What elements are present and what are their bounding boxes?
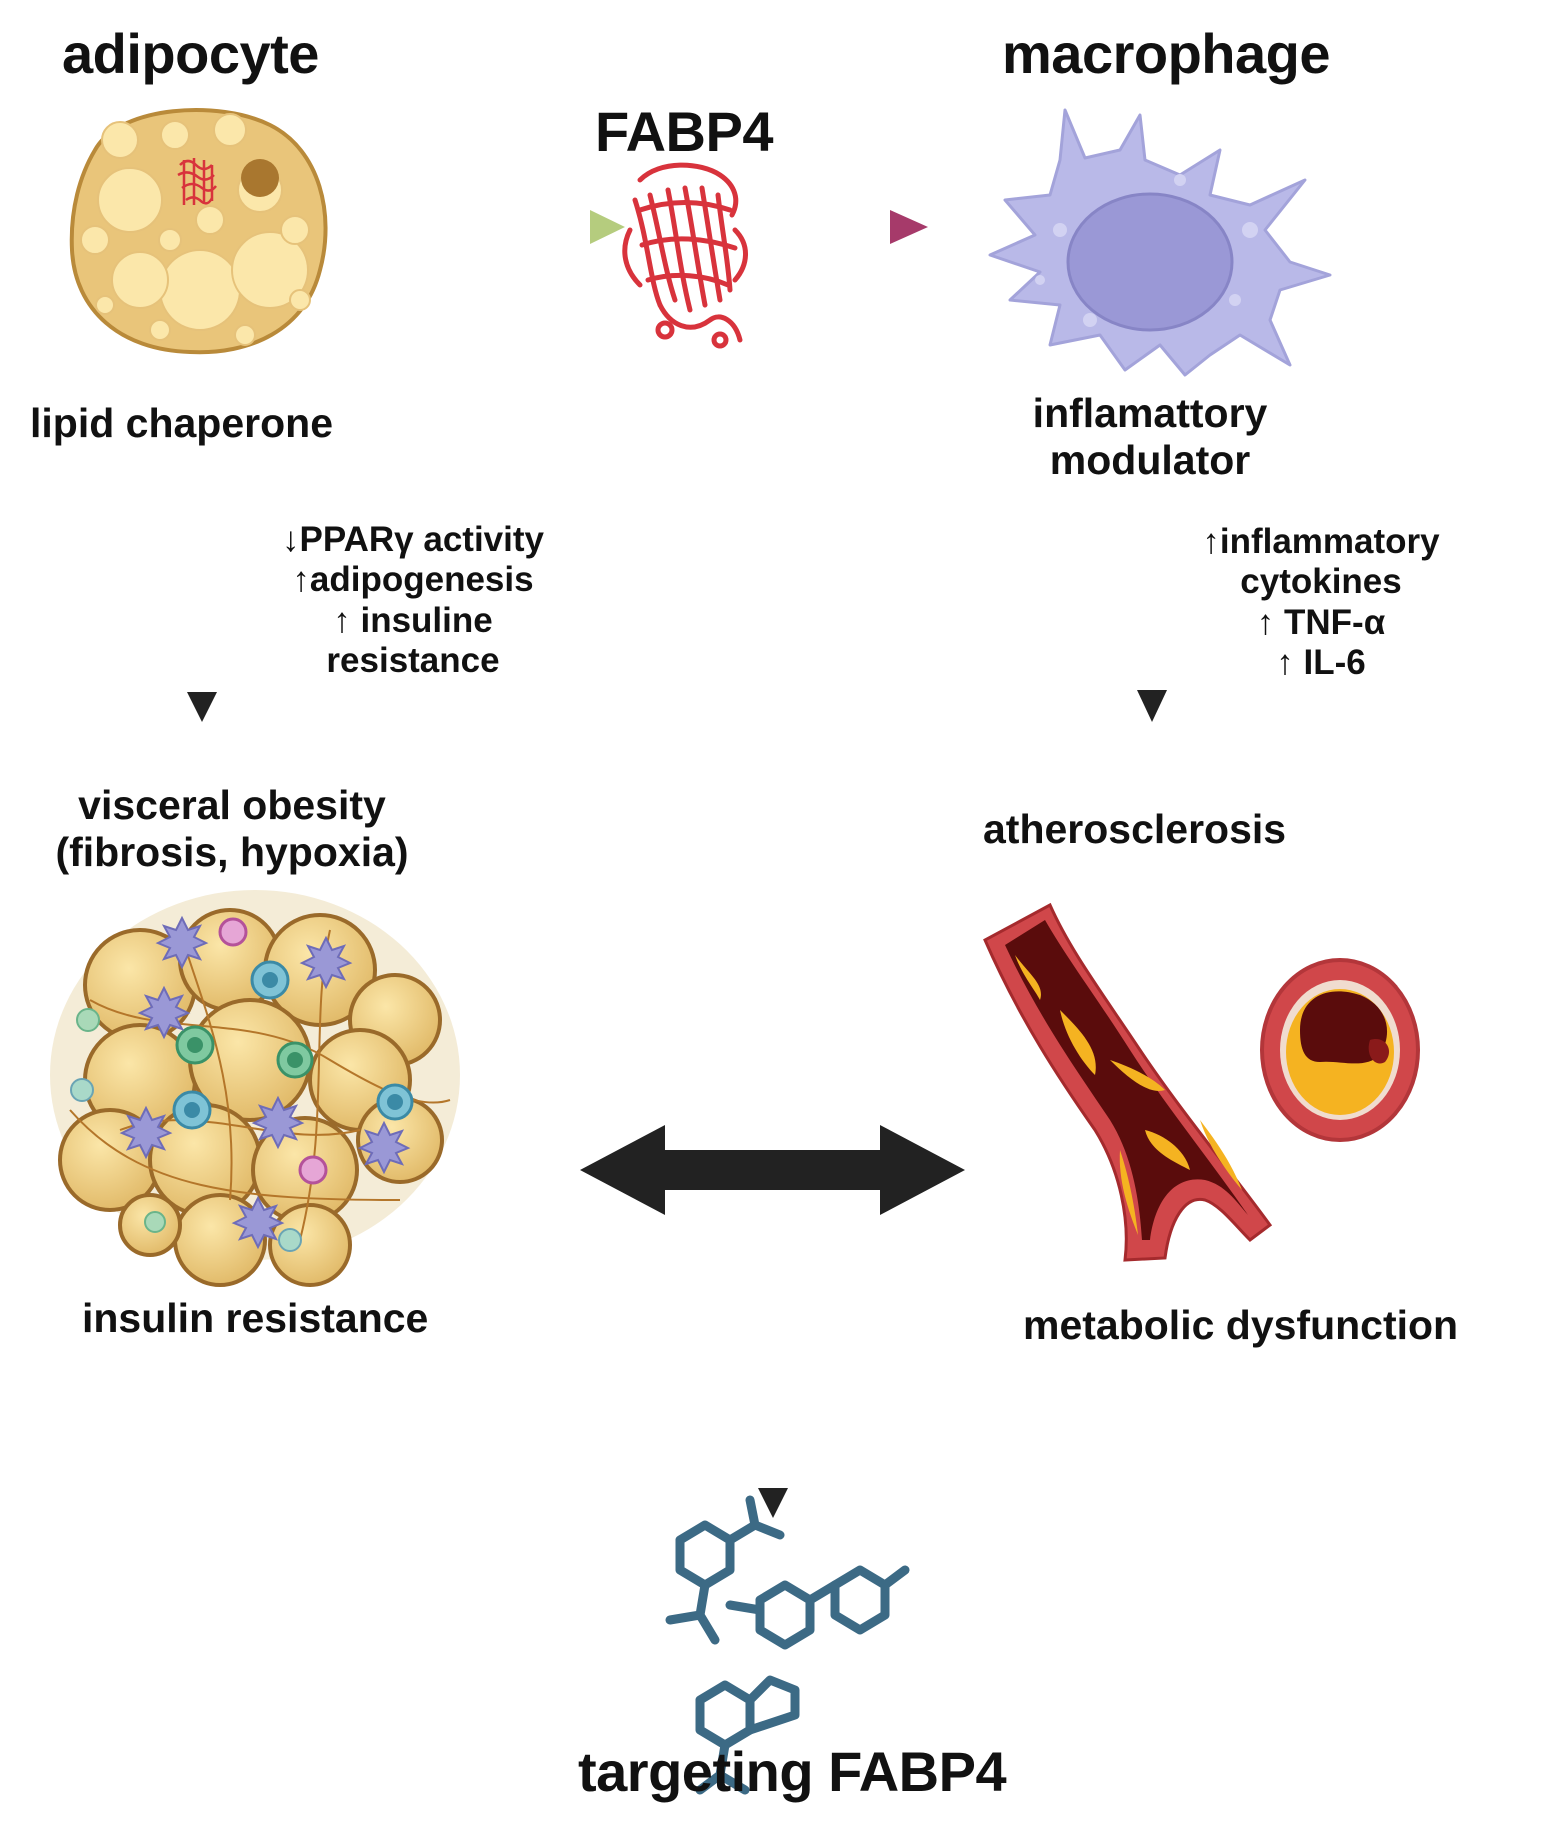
macrophage-cell-icon bbox=[988, 108, 1332, 377]
adipocyte-effects: ↓PPARγ activity ↑adipogenesis ↑ insuline… bbox=[282, 520, 544, 681]
effect-insuline: ↑ insuline bbox=[333, 600, 493, 640]
down-arrow-right bbox=[1137, 525, 1167, 722]
metabolic-dysfunction-label: metabolic dysfunction bbox=[1023, 1302, 1459, 1348]
visceral-obesity-line-2: (fibrosis, hypoxia) bbox=[55, 829, 409, 876]
bidirectional-arrow bbox=[580, 1125, 965, 1215]
fabp4-title: FABP4 bbox=[595, 100, 774, 163]
down-arrow-bottom bbox=[758, 1350, 788, 1518]
effect-adipogenesis: ↑adipogenesis bbox=[292, 560, 534, 600]
artery-plaque-icon bbox=[983, 902, 1420, 1262]
effect-tnf: ↑ TNF-α bbox=[1256, 602, 1386, 642]
effect-il6: ↑ IL-6 bbox=[1276, 642, 1366, 682]
effect-inflammatory: ↑inflammatory bbox=[1202, 522, 1440, 561]
macrophage-role-line-2: modulator bbox=[1049, 437, 1251, 484]
effect-ppar: ↓PPARγ activity bbox=[282, 520, 544, 559]
adipose-tissue-icon bbox=[50, 890, 460, 1287]
effect-cytokines: cytokines bbox=[1240, 562, 1402, 602]
atherosclerosis-label: atherosclerosis bbox=[983, 806, 1287, 852]
insulin-resistance-label: insulin resistance bbox=[82, 1295, 429, 1341]
targeting-fabp4-label: targeting FABP4 bbox=[578, 1740, 1007, 1803]
effect-resistance: resistance bbox=[326, 640, 500, 680]
adipocyte-title: adipocyte bbox=[62, 22, 319, 85]
visceral-obesity-line-1: visceral obesity bbox=[78, 782, 386, 828]
adipocyte-role: lipid chaperone bbox=[30, 400, 333, 446]
signal-arrow bbox=[760, 210, 928, 244]
small-molecule-icon bbox=[665, 1495, 910, 1795]
visceral-obesity-label: visceral obesity (fibrosis, hypoxia) bbox=[55, 782, 408, 876]
macrophage-title: macrophage bbox=[1002, 22, 1331, 85]
down-arrow-left bbox=[187, 470, 217, 722]
fabp4-protein-icon bbox=[622, 162, 748, 349]
macrophage-effects: ↑inflammatory cytokines ↑ TNF-α ↑ IL-6 bbox=[1202, 522, 1439, 683]
secretion-arrow bbox=[430, 210, 625, 244]
macrophage-role: inflamattory modulator bbox=[1033, 390, 1268, 484]
adipocyte-cell-icon bbox=[69, 108, 328, 355]
macrophage-role-line-1: inflamattory bbox=[1032, 390, 1268, 436]
